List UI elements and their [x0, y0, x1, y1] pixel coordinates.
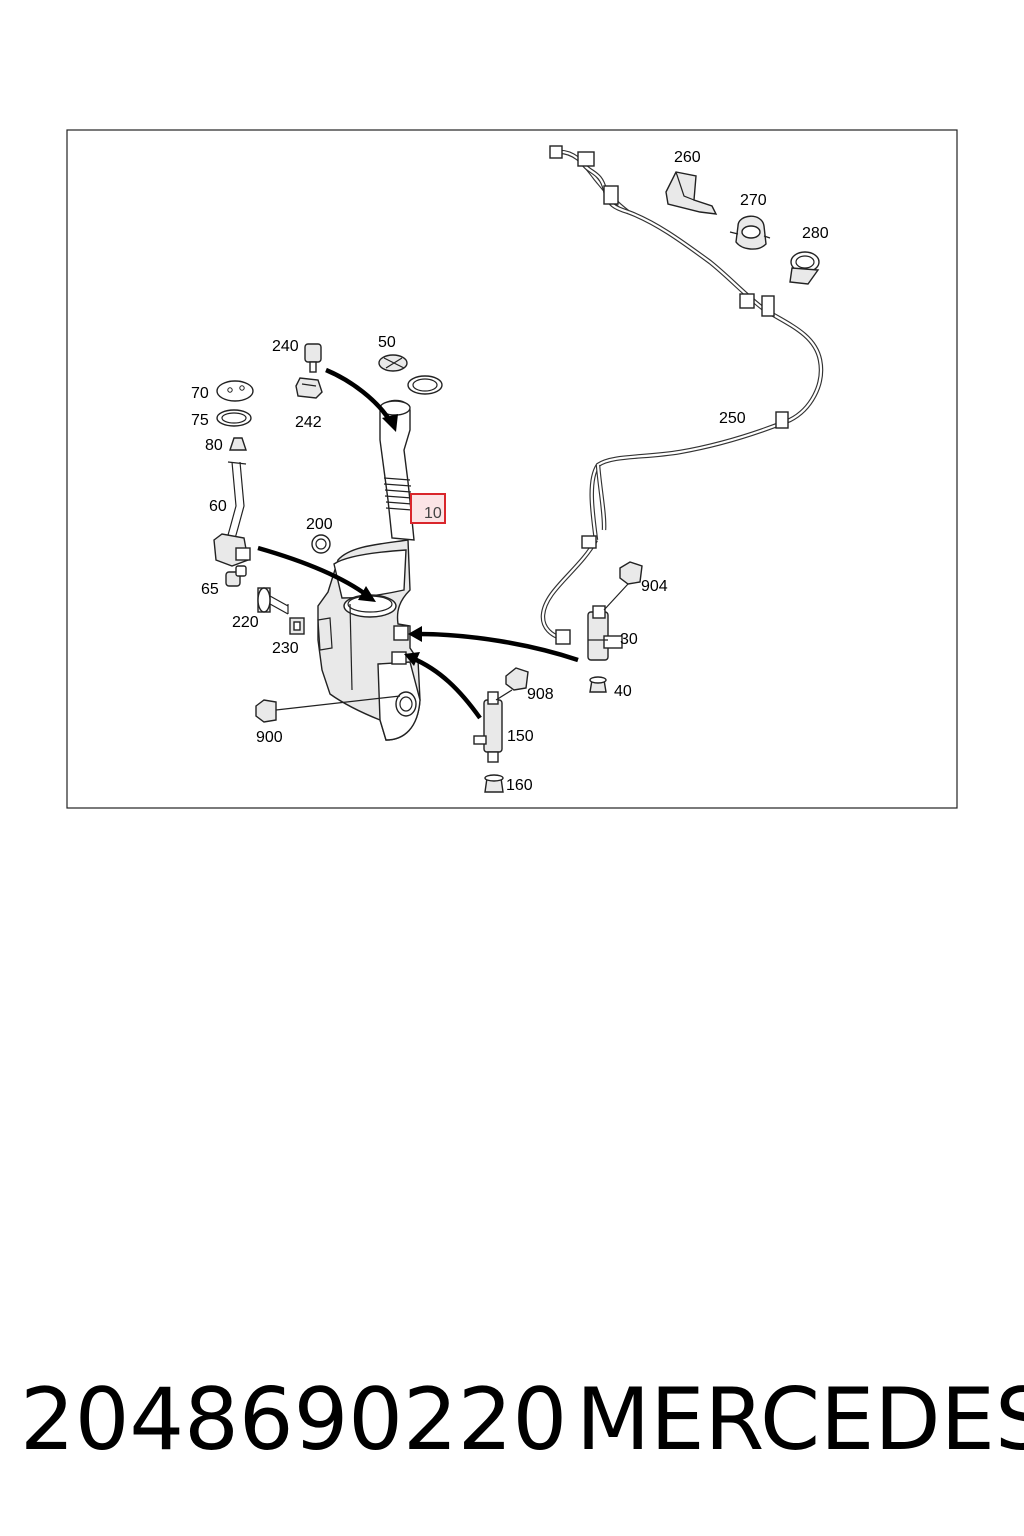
footer-caption: 2048690220 MERCEDES: [20, 1365, 1024, 1475]
grommet-160: [484, 774, 504, 793]
callout-160: 160: [506, 777, 533, 794]
grommet-40: [589, 676, 607, 693]
assembly-arrows: [257, 367, 579, 720]
sensor-60: [213, 461, 251, 567]
holder-242: [295, 377, 323, 399]
clip-270: [729, 215, 771, 250]
callout-40: 40: [614, 683, 632, 700]
callout-280: 280: [802, 225, 829, 242]
callout-230: 230: [272, 640, 299, 657]
grommet-200: [311, 534, 331, 554]
callout-904: 904: [641, 578, 668, 595]
connector-900: [255, 695, 401, 723]
washer-pump-30: [587, 605, 623, 661]
callout-242: 242: [295, 414, 322, 431]
callout-10: 10: [424, 505, 442, 522]
diagram-frame: [66, 129, 958, 809]
cover-70: [216, 380, 254, 402]
callout-60: 60: [209, 498, 227, 515]
callout-200: 200: [306, 516, 333, 533]
callout-220: 220: [232, 614, 259, 631]
brand-name: MERCEDES: [576, 1370, 1024, 1470]
callout-70: 70: [191, 385, 209, 402]
callout-50: 50: [378, 334, 396, 351]
callout-65: 65: [201, 581, 219, 598]
callout-30: 30: [620, 631, 638, 648]
grommet-80: [229, 437, 247, 451]
clamp-280: [789, 251, 820, 285]
callout-75: 75: [191, 412, 209, 429]
callout-270: 270: [740, 192, 767, 209]
bracket-260: [665, 171, 718, 215]
nut-230: [289, 617, 305, 635]
part-number: 2048690220: [20, 1370, 568, 1470]
bolt-220: [257, 587, 289, 615]
reservoir-10: [317, 399, 421, 741]
callout-250: 250: [719, 410, 746, 427]
callout-labels: 260 270 280 240 50 70 75 242 80 250 60 1…: [191, 149, 829, 794]
callout-900: 900: [256, 729, 283, 746]
seal-75: [216, 409, 252, 427]
wiring-harness-250: [540, 145, 824, 645]
callout-150: 150: [507, 728, 534, 745]
washer-pump-150: [473, 691, 503, 763]
callout-260: 260: [674, 149, 701, 166]
callout-highlight-box: [410, 493, 446, 524]
sleeve-65: [225, 565, 247, 587]
connector-908: [495, 667, 529, 701]
connector-904: [603, 561, 643, 611]
cap-50: [378, 354, 443, 395]
callout-240: 240: [272, 338, 299, 355]
callout-80: 80: [205, 437, 223, 454]
callout-908: 908: [527, 686, 554, 703]
plug-240: [304, 343, 322, 373]
